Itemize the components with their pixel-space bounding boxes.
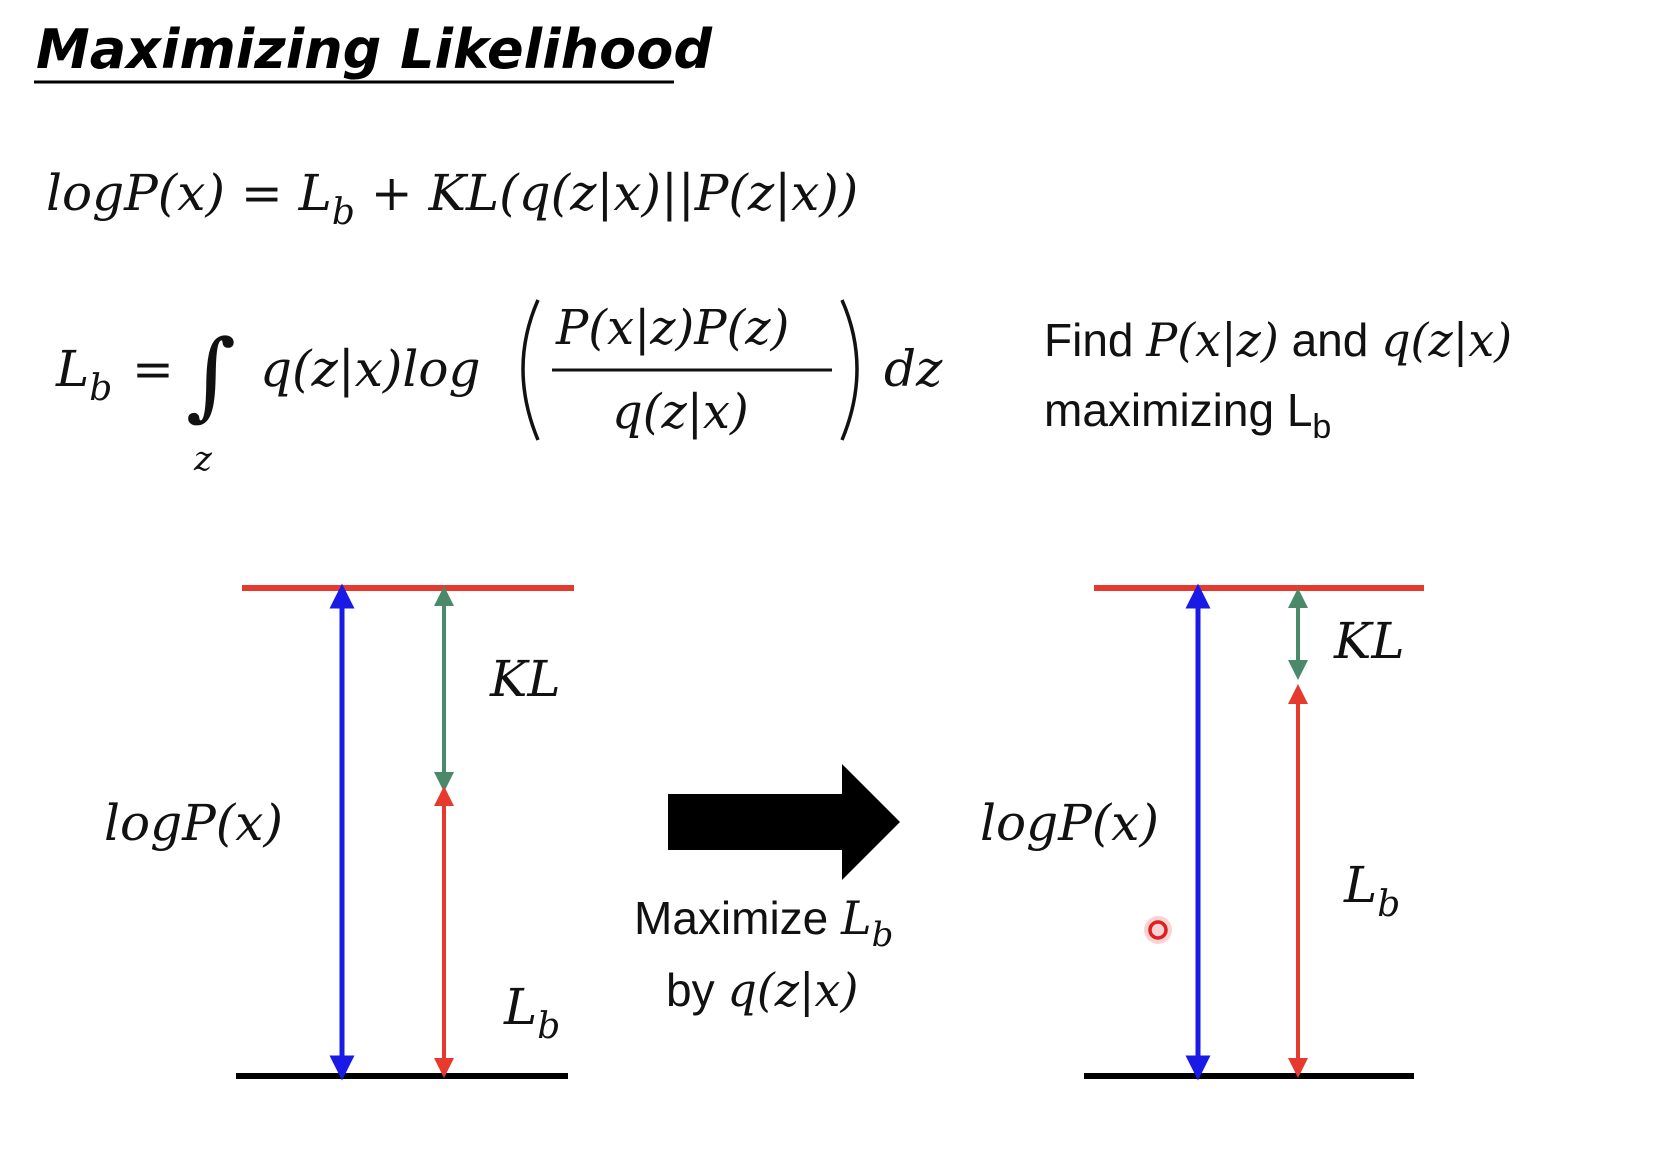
eq1-rhs: + KL(q(z|x)||P(z|x)) [355,164,858,222]
equation-lower-bound: Lb = ∫ z q(z|x)log P(x|z)P(z) q(z|x) dz [55,299,943,479]
eq2-dz: dz [884,340,943,398]
caption-line-1: Maximize Lb [634,891,893,955]
diagram-after: KL Lb logP(x) [980,583,1424,1081]
diagram-before: KL Lb logP(x) [104,583,574,1081]
goal-note: Find P(x|z) and q(z|x) maximizing Lb [1044,313,1512,446]
right-paren [840,299,859,441]
lb-label: Lb [503,978,560,1047]
left-paren [521,299,540,441]
fraction-numerator: P(x|z)P(z) [555,300,789,356]
integral-sign: ∫ [186,319,236,431]
equation-log-likelihood: logP(x) = Lb + KL(q(z|x)||P(z|x)) [46,164,858,233]
kl-label: KL [1333,612,1405,670]
slide-title: Maximizing Likelihood [36,18,713,81]
eq1-lhs: logP(x) = L [46,164,332,222]
eq2-equals: = [132,340,174,398]
pointer-cursor-icon [1144,916,1172,944]
eq1-sub: b [332,192,355,233]
integral-variable: z [193,439,213,479]
lb-label: Lb [1343,856,1400,925]
caption-line-2: by q(z|x) [666,963,858,1017]
logp-label: logP(x) [980,794,1159,852]
transition-arrow-icon [668,764,900,880]
eq2-integrand: q(z|x)log [260,340,481,398]
eq2-lhs: Lb [55,340,112,409]
kl-label: KL [489,650,561,708]
note-line-1: Find P(x|z) and q(z|x) [1044,313,1512,367]
fraction-denominator: q(z|x) [612,384,749,440]
note-line-2: maximizing Lb [1044,384,1331,446]
logp-label: logP(x) [104,794,283,852]
